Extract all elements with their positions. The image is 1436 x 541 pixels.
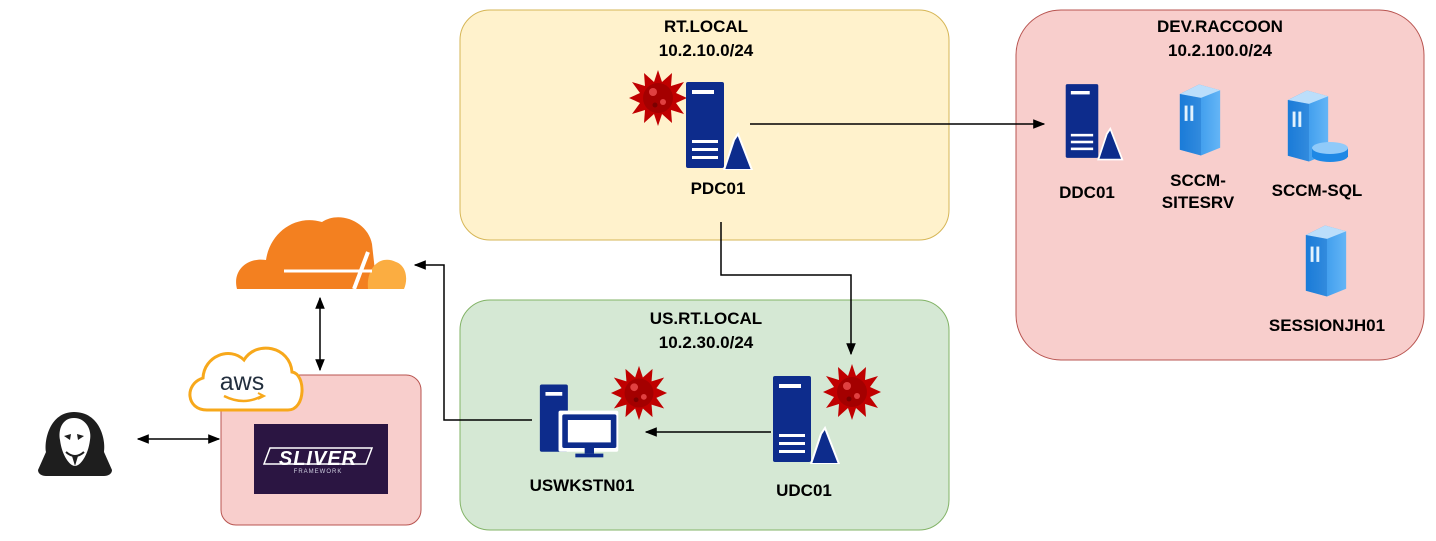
cloudflare-icon [236, 217, 407, 290]
sliver-label: SLIVER [279, 448, 357, 470]
host-label-uswkstn01: USWKSTN01 [530, 476, 635, 495]
zone-rt-title: RT.LOCAL [664, 17, 748, 36]
zone-us-rt-local [459, 299, 950, 531]
edge-uswkstn01-to-cloudflare [413, 260, 532, 421]
sliver-sub-label: FRAMEWORK [294, 469, 343, 475]
host-label-udc01: UDC01 [776, 481, 832, 500]
host-label-sccm-sql: SCCM-SQL [1272, 181, 1363, 200]
server-icon[interactable] [1305, 225, 1347, 297]
zone-dev-subnet: 10.2.100.0/24 [1168, 41, 1273, 60]
host-label-sccm-sitesrv-2: SITESRV [1162, 193, 1235, 212]
zone-us-subnet: 10.2.30.0/24 [659, 333, 754, 352]
aws-cloud-icon: aws [188, 346, 304, 412]
zone-rt-subnet: 10.2.10.0/24 [659, 41, 754, 60]
edge-pdc01-to-udc01 [720, 222, 856, 356]
hacker-icon [38, 412, 112, 476]
aws-label: aws [220, 368, 264, 396]
sliver-logo: SLIVER FRAMEWORK [254, 424, 388, 494]
host-label-ddc01: DDC01 [1059, 183, 1115, 202]
host-label-sessionjh01: SESSIONJH01 [1269, 316, 1385, 335]
host-label-pdc01: PDC01 [691, 179, 746, 198]
host-label-sccm-sitesrv-1: SCCM- [1170, 171, 1226, 190]
zone-dev-title: DEV.RACCOON [1157, 17, 1283, 36]
database-server-icon[interactable] [1287, 90, 1348, 162]
server-icon[interactable] [1179, 84, 1221, 156]
zone-us-title: US.RT.LOCAL [650, 309, 762, 328]
